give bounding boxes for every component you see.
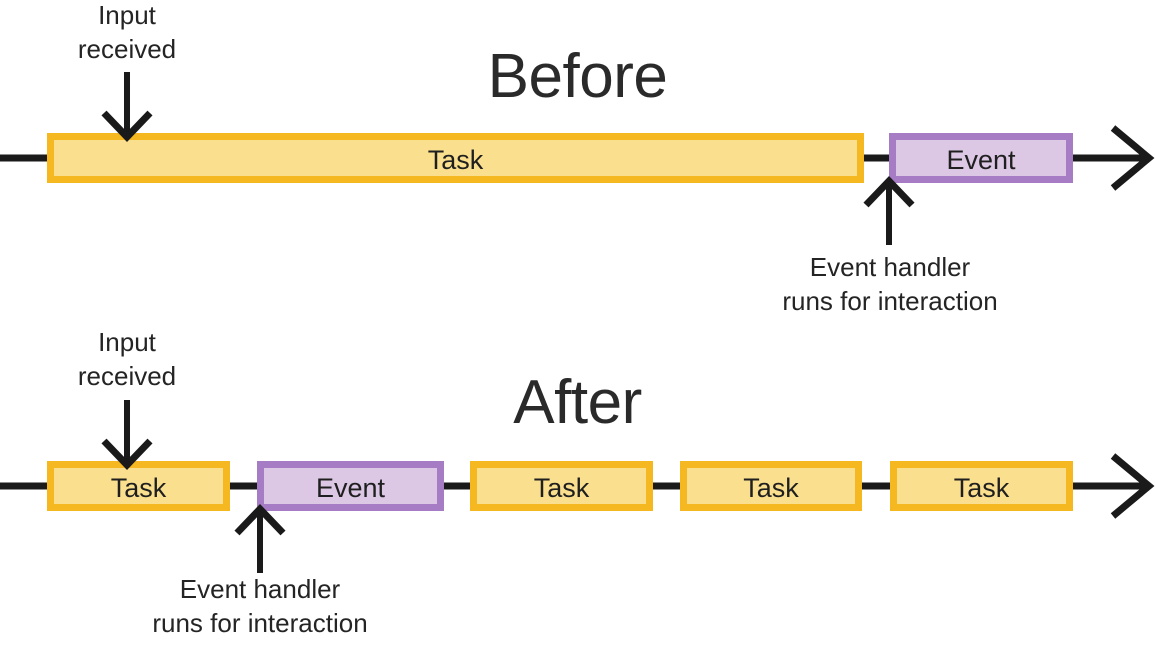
before-handler-arrow <box>863 175 915 245</box>
after-block-task-2[interactable] <box>470 461 653 511</box>
after-input-arrow <box>101 400 153 471</box>
after-block-event[interactable] <box>257 461 444 511</box>
annotation-event-handler-before: Event handler runs for interaction <box>782 252 998 317</box>
before-row <box>0 72 1155 245</box>
after-row <box>0 400 1155 573</box>
section-title-after: After <box>513 368 642 437</box>
after-block-task-3[interactable] <box>680 461 862 511</box>
before-block-task[interactable] <box>47 133 864 183</box>
before-timeline-arrowhead <box>1110 125 1155 191</box>
section-title-before: Before <box>487 42 668 111</box>
after-timeline-arrowhead <box>1110 453 1155 519</box>
before-input-arrow <box>101 72 153 143</box>
annotation-input-received-before: Input received <box>77 0 177 65</box>
after-handler-arrow <box>234 503 286 573</box>
after-block-task-4[interactable] <box>890 461 1073 511</box>
annotation-event-handler-after: Event handler runs for interaction <box>152 574 368 639</box>
before-block-event[interactable] <box>889 133 1073 183</box>
annotation-input-received-after: Input received <box>77 327 177 392</box>
after-block-task-1[interactable] <box>47 461 230 511</box>
